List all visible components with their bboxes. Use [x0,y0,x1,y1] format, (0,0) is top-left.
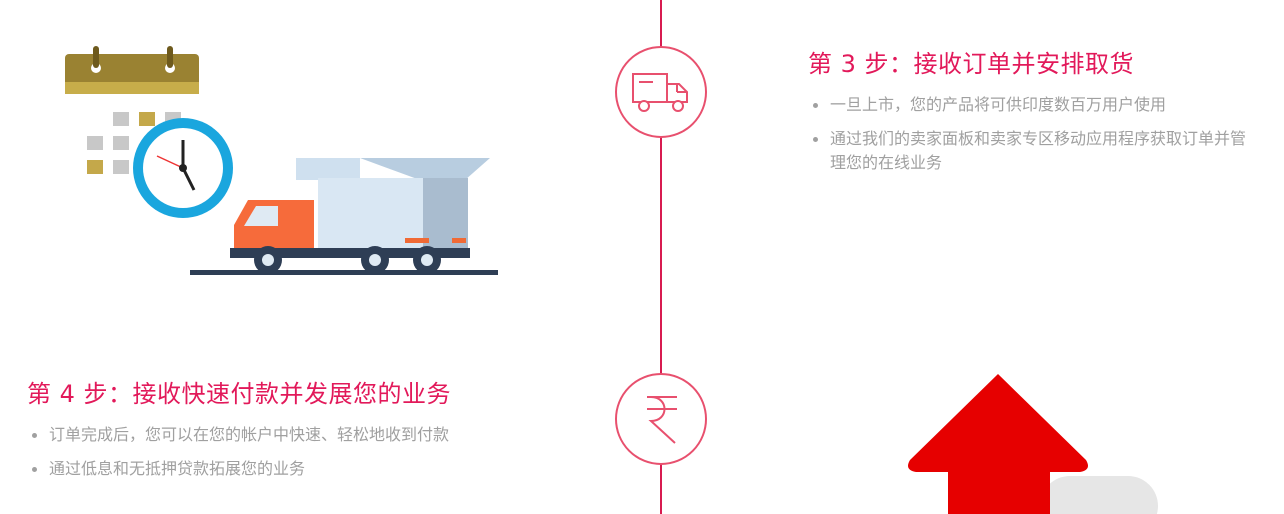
list-item: 一旦上市，您的产品将可供印度数百万用户使用 [813,93,1258,117]
step3-bullets: 一旦上市，您的产品将可供印度数百万用户使用 通过我们的卖家面板和卖家专区移动应用… [808,93,1258,175]
step3-section: 第 3 步：接收订单并安排取货 一旦上市，您的产品将可供印度数百万用户使用 通过… [808,44,1258,185]
step4-section: 第 4 步：接收快速付款并发展您的业务 订单完成后，您可以在您的帐户中快速、轻松… [27,374,587,491]
truck-icon [632,73,688,112]
calendar-icon [65,46,199,174]
step4-title: 第 4 步：接收快速付款并发展您的业务 [27,380,452,408]
step4-bullets: 订单完成后，您可以在您的帐户中快速、轻松地收到付款 通过低息和无抵押贷款拓展您的… [27,423,587,481]
delivery-illustration [65,46,498,275]
step4-icon-circle [615,373,707,465]
clock-icon [133,118,233,218]
timeline-line [660,0,662,514]
step3-title: 第 3 步：接收订单并安排取货 [808,50,1135,78]
growth-arrow-illustration [908,374,1158,514]
list-item: 通过低息和无抵押贷款拓展您的业务 [32,457,587,481]
rupee-icon [647,396,677,444]
list-item: 订单完成后，您可以在您的帐户中快速、轻松地收到付款 [32,423,587,447]
list-item: 通过我们的卖家面板和卖家专区移动应用程序获取订单并管理您的在线业务 [813,127,1258,175]
step3-icon-circle [615,46,707,138]
truck-illustration [190,158,498,275]
